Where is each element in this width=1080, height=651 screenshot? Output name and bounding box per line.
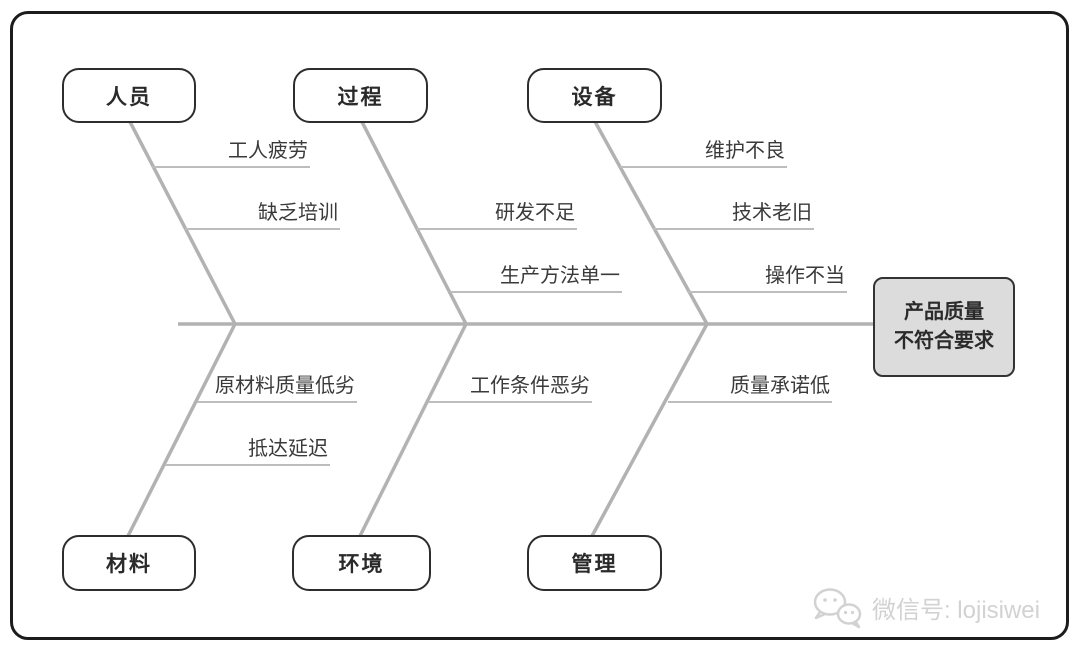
category-box-equipment: 设备 — [527, 68, 662, 123]
cause-label-equipment-1: 技术老旧 — [653, 197, 814, 230]
watermark-text: 微信号: lojisiwei — [871, 596, 1040, 624]
category-box-management: 管理 — [527, 535, 662, 591]
cause-label-equipment-0: 维护不良 — [620, 135, 787, 168]
branch-line-management — [590, 323, 709, 537]
category-label: 材料 — [106, 553, 152, 576]
category-box-process: 过程 — [293, 68, 428, 123]
cause-label-environment-0: 工作条件恶劣 — [428, 370, 592, 403]
effect-text-line1: 产品质量 — [904, 301, 984, 323]
category-label: 人员 — [106, 85, 152, 109]
watermark: 微信号: lojisiwei — [808, 585, 1040, 629]
branch-line-environment — [358, 323, 468, 537]
category-box-environment: 环境 — [292, 535, 431, 591]
wechat-icon — [813, 588, 862, 629]
cause-label-people-0: 工人疲劳 — [152, 135, 310, 168]
effect-box: 产品质量 不符合要求 — [873, 277, 1015, 377]
cause-label-equipment-2: 操作不当 — [688, 260, 847, 293]
category-box-people: 人员 — [62, 68, 196, 123]
cause-label-process-0: 研发不足 — [417, 197, 577, 230]
category-label: 过程 — [337, 85, 384, 109]
cause-label-management-0: 质量承诺低 — [668, 370, 832, 403]
cause-label-material-1: 抵达延迟 — [165, 433, 330, 466]
cause-label-people-1: 缺乏培训 — [185, 197, 340, 230]
effect-text-line2: 不符合要求 — [894, 330, 994, 352]
category-label: 环境 — [338, 553, 385, 576]
category-box-material: 材料 — [62, 535, 196, 591]
cause-label-process-1: 生产方法单一 — [450, 260, 622, 293]
branch-line-process — [358, 117, 468, 325]
category-label: 管理 — [571, 553, 618, 576]
cause-label-material-0: 原材料质量低劣 — [197, 370, 357, 403]
branch-line-equipment — [591, 117, 709, 325]
branch-line-material — [126, 323, 237, 537]
branch-line-people — [126, 117, 237, 325]
category-label: 设备 — [571, 85, 618, 109]
